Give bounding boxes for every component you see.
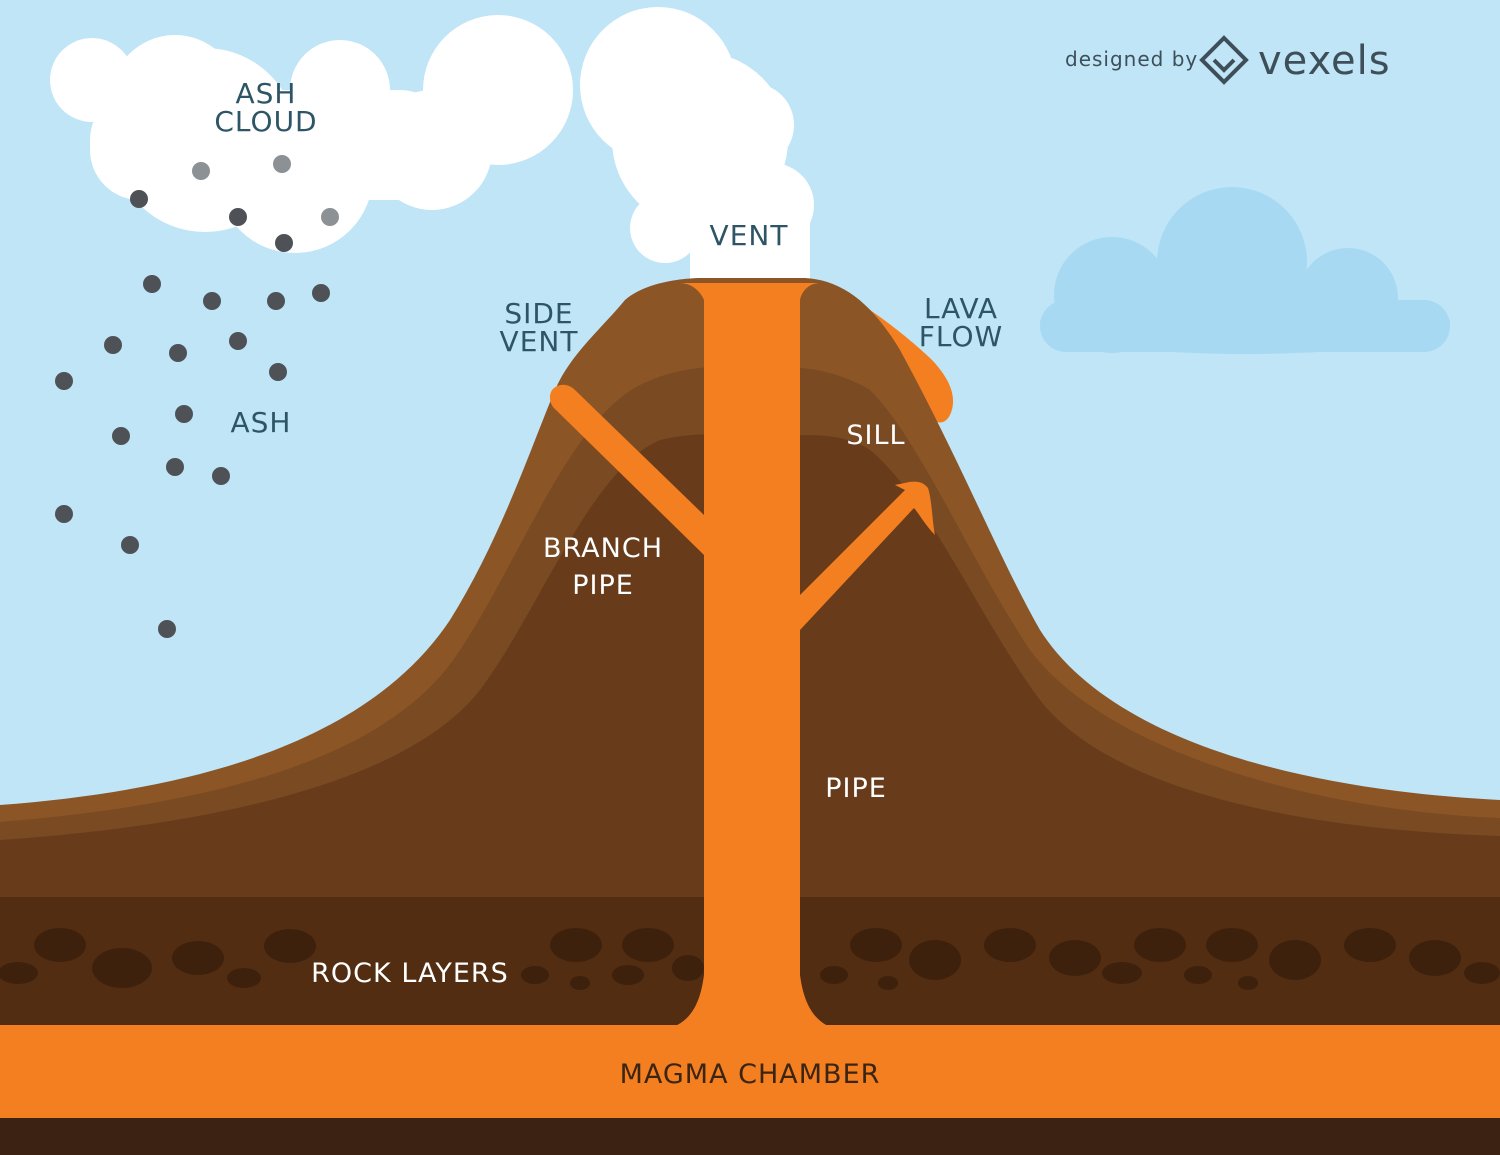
- label-vent: VENT: [710, 219, 789, 252]
- label-lava-flow-line2: FLOW: [919, 320, 1003, 353]
- deep-ground: [0, 1118, 1500, 1155]
- label-branch-pipe-line1: BRANCH: [543, 533, 663, 564]
- background-cloud: [1040, 187, 1450, 354]
- label-ash-cloud-line2: CLOUD: [214, 105, 317, 138]
- magma-chamber: [0, 1025, 1500, 1118]
- watermark-prefix: designed by: [1065, 47, 1198, 71]
- ash-particles: [55, 190, 330, 638]
- ash-particles-light: [192, 155, 339, 226]
- branch-pipe: [549, 384, 704, 555]
- watermark-brand: vexels: [1258, 38, 1391, 84]
- label-magma-chamber: MAGMA CHAMBER: [620, 1059, 881, 1090]
- vexels-logo-icon: [1199, 35, 1249, 85]
- label-pipe: PIPE: [825, 773, 887, 804]
- label-side-vent-line2: VENT: [500, 325, 579, 358]
- watermark: designed by vexels: [1065, 35, 1391, 85]
- label-sill: SILL: [846, 420, 905, 451]
- label-ash-cloud-line1: ASH: [236, 77, 297, 110]
- rock-layer-stones: [0, 928, 1500, 990]
- label-rock-layers: ROCK LAYERS: [311, 958, 509, 989]
- label-ash: ASH: [231, 406, 292, 439]
- label-branch-pipe-line2: PIPE: [572, 570, 634, 601]
- sill: [800, 481, 935, 630]
- label-side-vent-line1: SIDE: [504, 297, 573, 330]
- main-pipe: [662, 283, 840, 1030]
- label-lava-flow-line1: LAVA: [924, 292, 998, 325]
- ash-cloud: [50, 7, 814, 313]
